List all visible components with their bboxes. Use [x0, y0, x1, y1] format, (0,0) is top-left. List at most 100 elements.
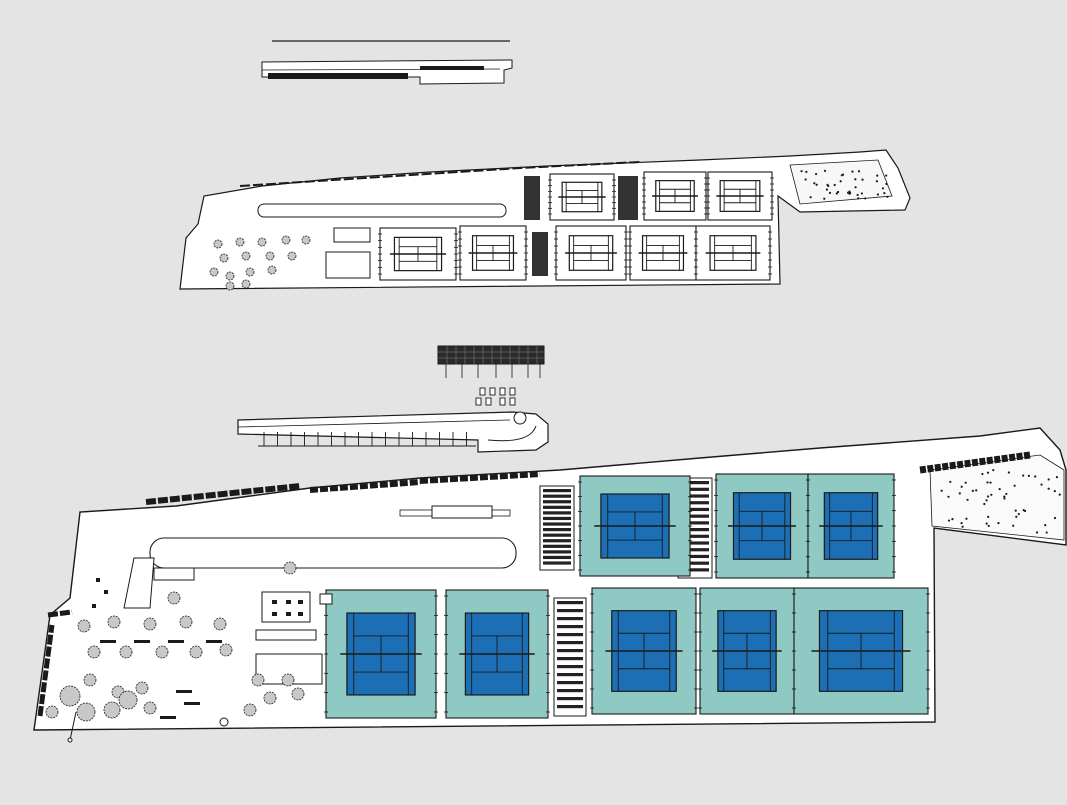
kids-marker	[298, 612, 303, 616]
seat-row	[681, 501, 709, 505]
lawn-dot	[990, 493, 993, 496]
upper-stand-2	[618, 176, 638, 220]
lawn-dot	[1055, 476, 1059, 479]
kids-marker	[298, 600, 303, 604]
tree	[225, 281, 235, 291]
kids-marker	[272, 600, 277, 604]
tree	[241, 251, 251, 261]
tree	[287, 251, 297, 261]
lawn-dot	[986, 481, 989, 484]
tree	[213, 239, 223, 249]
lawn-dot	[987, 515, 990, 518]
lawn-dot	[958, 492, 961, 495]
seat-row	[557, 617, 583, 621]
tree	[301, 235, 311, 245]
lawn-dot	[1058, 493, 1061, 496]
tree	[118, 690, 138, 710]
marker	[104, 590, 108, 594]
lawn-dot	[837, 190, 840, 194]
clubhouse-building	[237, 411, 549, 453]
lawn-dot	[805, 170, 808, 174]
seating-stand-1	[539, 485, 575, 571]
seat-row	[557, 649, 583, 653]
seat-row	[557, 641, 583, 645]
tree	[291, 687, 305, 701]
lawn-dot	[961, 525, 964, 528]
kids-marker	[286, 600, 291, 604]
bench	[168, 640, 184, 643]
lawn-dot	[960, 485, 963, 488]
tree	[155, 645, 169, 659]
tennis-court-7	[698, 587, 796, 715]
tree	[119, 645, 133, 659]
kids-marker	[272, 612, 277, 616]
lawn-dot	[835, 192, 838, 195]
seat-row	[681, 541, 709, 545]
lawn-dot	[1047, 478, 1050, 481]
lawn-dot	[860, 192, 863, 195]
canopy-seat	[485, 397, 492, 406]
lawn-dot	[971, 489, 974, 493]
tennis-court-3	[806, 473, 896, 579]
lawn-dot	[966, 498, 969, 501]
seat-row	[543, 561, 571, 565]
tree	[267, 265, 277, 275]
lawn-dot	[856, 193, 859, 197]
seat-row	[681, 554, 709, 559]
canopy-seat	[499, 397, 506, 406]
lawn-dot	[823, 197, 826, 200]
tree	[209, 267, 219, 277]
lawn-dot	[1047, 487, 1050, 490]
lawn-dot	[800, 170, 803, 173]
tennis-court-upper-3	[706, 171, 774, 221]
seat-row	[681, 507, 709, 512]
tree	[83, 673, 97, 687]
lawn-dot	[989, 481, 992, 484]
bench	[184, 702, 200, 705]
lower-kids-court	[261, 591, 311, 623]
tree	[167, 591, 181, 605]
seat-row	[543, 539, 571, 543]
tennis-court-upper-8	[694, 225, 772, 281]
lawn-dot	[851, 170, 854, 173]
seat-row	[557, 705, 583, 709]
seat-row	[681, 548, 709, 552]
seat-row	[557, 689, 583, 693]
bench	[134, 640, 150, 643]
shade-canopy	[437, 345, 545, 406]
seat-row	[681, 514, 709, 518]
lawn-dot	[827, 184, 830, 188]
seat-row	[543, 516, 571, 521]
lower-parking-east	[919, 451, 1031, 474]
bench	[176, 690, 192, 693]
lawn-dot	[833, 183, 836, 187]
clubhouse-roof-strip	[261, 40, 513, 85]
lawn-dot	[876, 174, 879, 177]
lower-lawn-dots	[940, 469, 1061, 534]
tree	[59, 685, 81, 707]
canopy-seat	[509, 387, 516, 396]
lower-parking-mid	[309, 471, 541, 493]
seat-row	[557, 681, 583, 685]
lawn-dot	[960, 521, 963, 525]
lawn-dot	[1022, 474, 1025, 477]
seat-row	[543, 511, 571, 515]
tree	[251, 673, 265, 687]
lawn-dot	[857, 197, 860, 200]
lawn-dot	[809, 196, 812, 199]
upper-stand-3	[532, 232, 548, 276]
roof-plan-level	[179, 149, 911, 291]
lawn-dot	[951, 518, 954, 521]
upper-lawn-dots	[800, 169, 889, 200]
tennis-court-upper-1	[548, 173, 616, 221]
lawn-dot	[981, 472, 984, 476]
tree	[77, 619, 91, 633]
tree	[283, 561, 297, 575]
bench	[160, 716, 176, 719]
upper-pavilion	[333, 227, 371, 243]
seat-row	[557, 601, 583, 605]
lawn-dot	[1015, 515, 1018, 518]
roof-strip-pattern	[268, 73, 408, 79]
lawn-dot	[965, 517, 968, 520]
